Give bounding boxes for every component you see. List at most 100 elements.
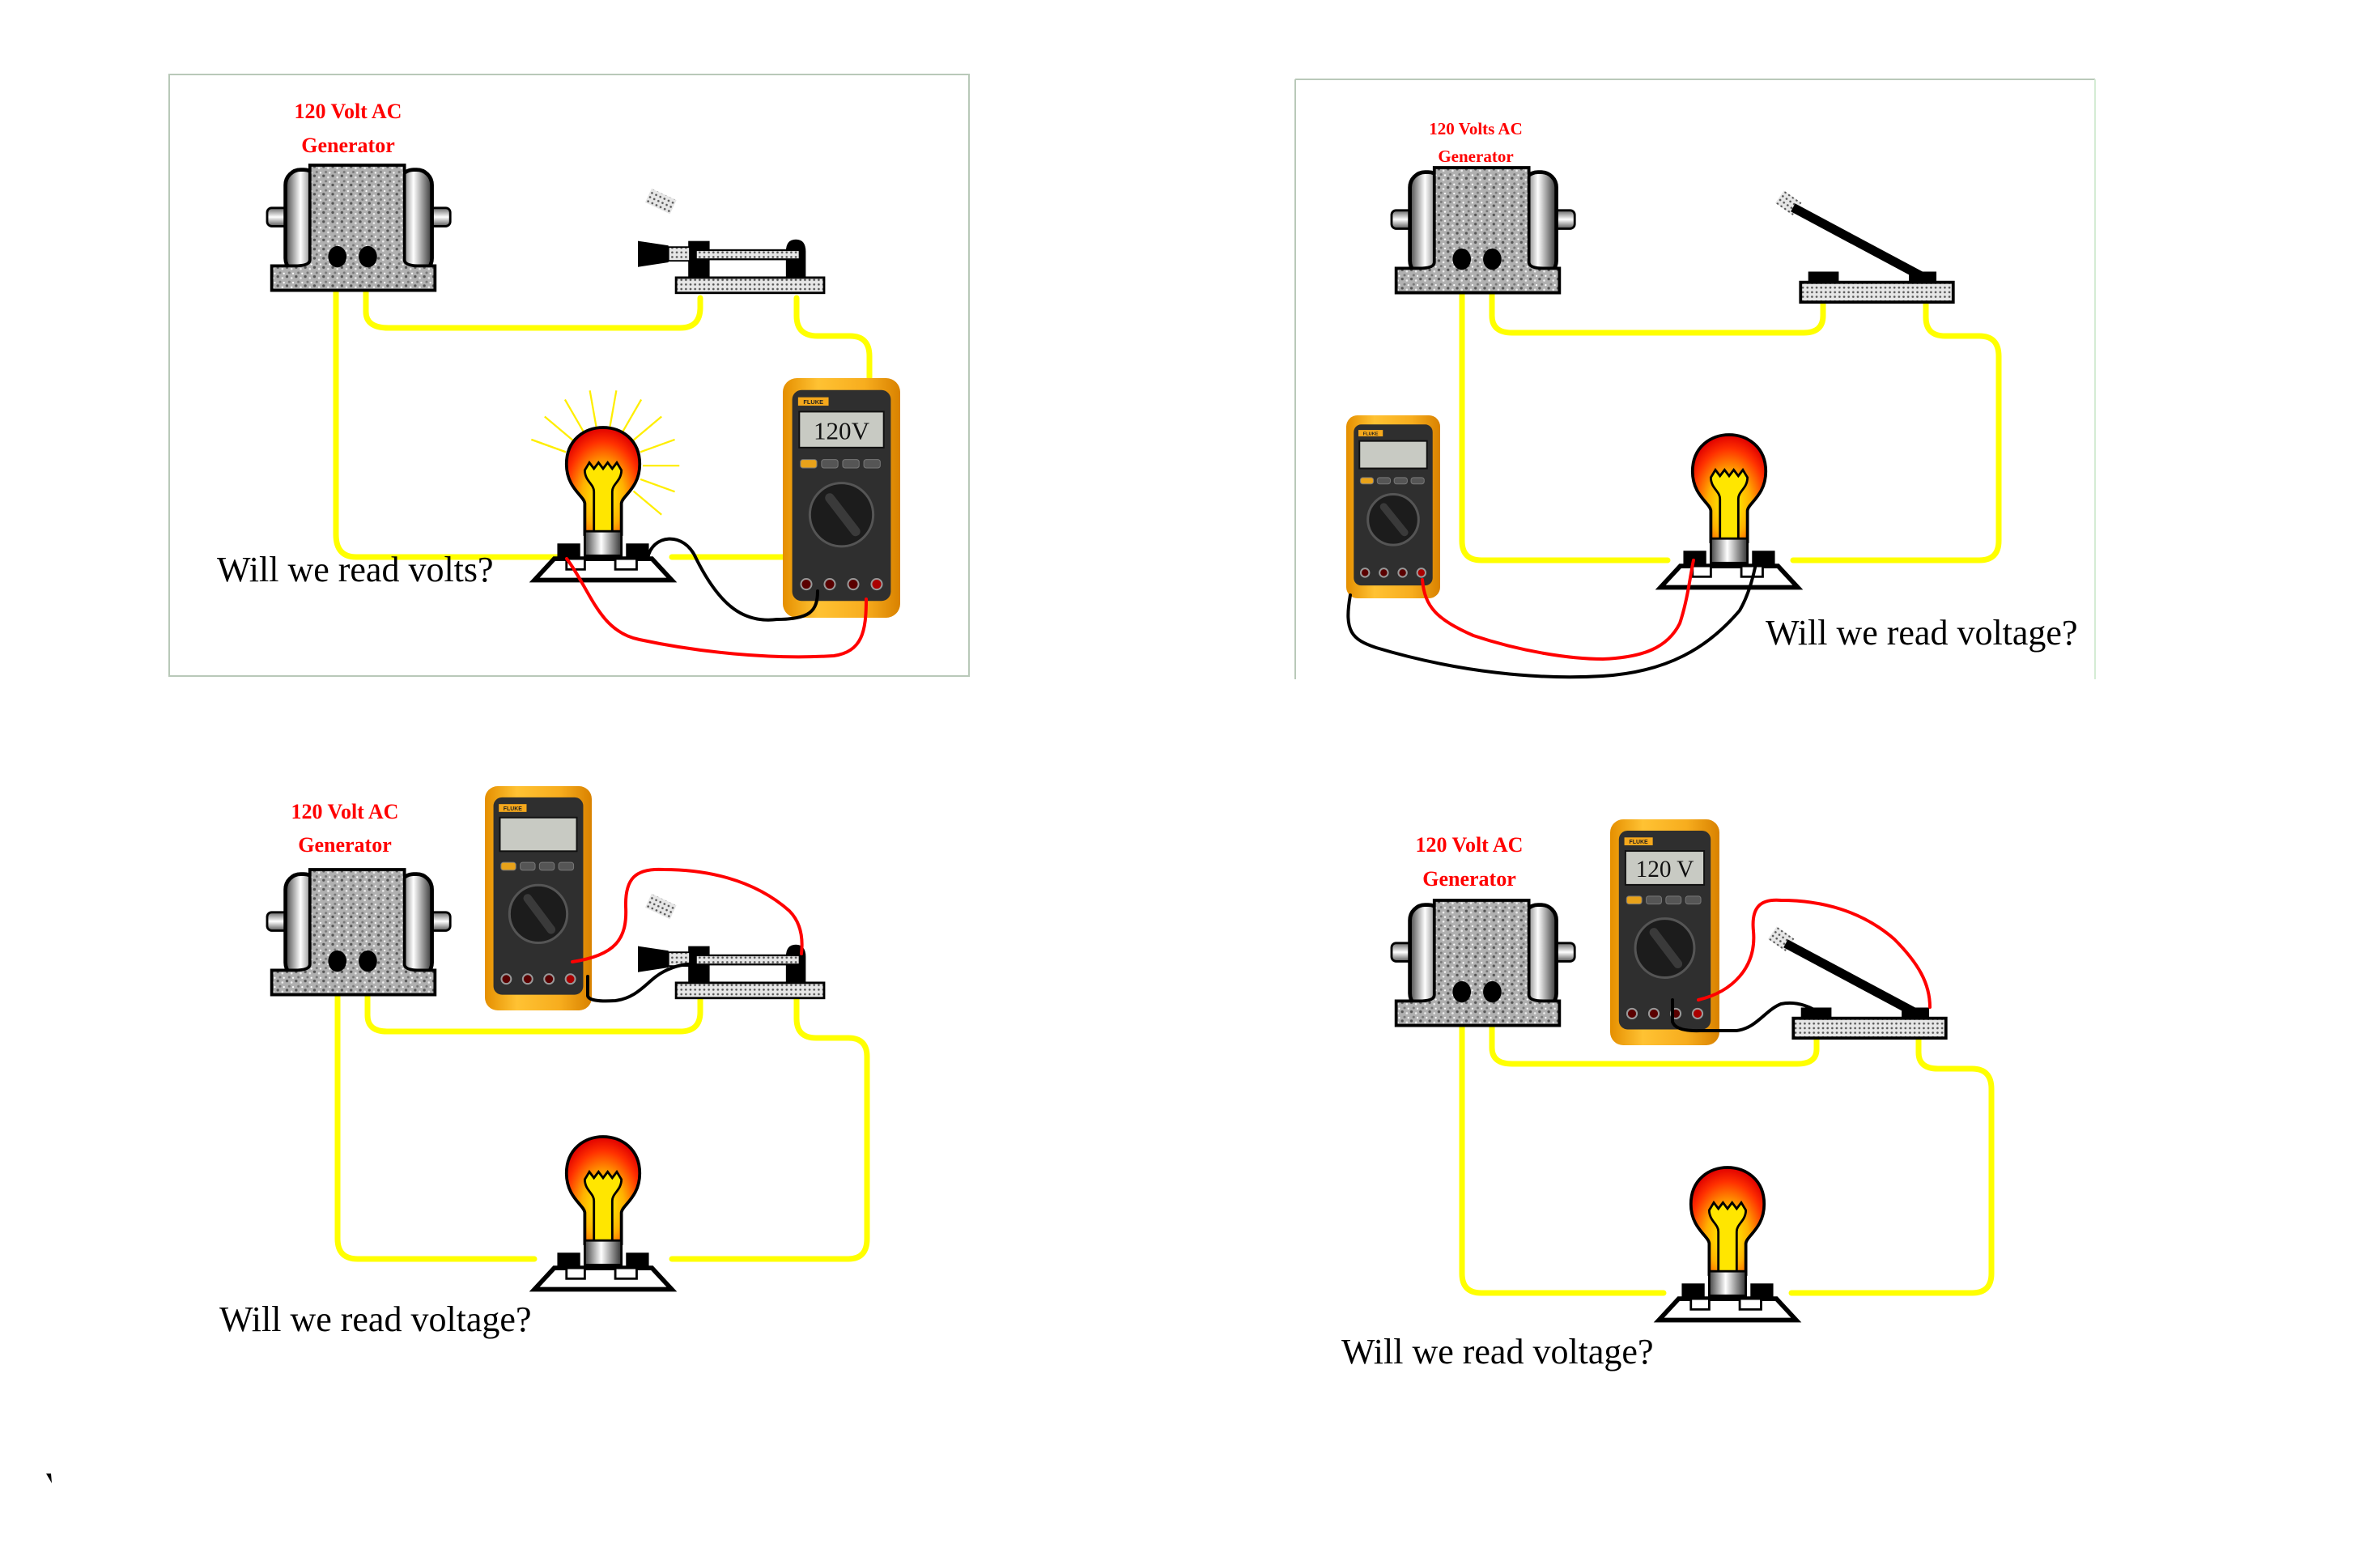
generator xyxy=(266,164,452,292)
generator-label-line2: Generator xyxy=(1422,867,1516,891)
light-ray xyxy=(640,478,675,493)
bulb-filament xyxy=(583,460,623,536)
bulb-stand xyxy=(529,556,678,583)
multimeter: FLUKE xyxy=(485,786,592,1010)
switch-base xyxy=(1799,280,1955,304)
generator-terminal xyxy=(328,245,347,268)
bulb-filament xyxy=(1709,467,1749,543)
multimeter-display xyxy=(1624,850,1706,886)
multimeter-logo xyxy=(1358,430,1383,436)
multimeter-jack xyxy=(800,578,813,591)
multimeter-jack xyxy=(1359,568,1371,578)
generator-terminal xyxy=(359,950,377,972)
bulb-filament xyxy=(1707,1200,1748,1276)
multimeter-reading: 120 V xyxy=(1636,857,1694,882)
circuit-wire xyxy=(334,989,538,1262)
bulb-socket xyxy=(1709,537,1749,564)
multimeter-jack xyxy=(1397,568,1408,578)
switch-handle-tip xyxy=(644,188,677,215)
circuit-wire xyxy=(1790,299,2002,563)
switch-handle xyxy=(638,946,669,972)
switch-post xyxy=(1808,271,1839,284)
multimeter-logo xyxy=(1624,837,1653,846)
generator-label-line1: 120 Volt AC xyxy=(291,800,399,823)
generator xyxy=(1390,899,1576,1027)
light-bulb xyxy=(1653,1166,1802,1323)
light-ray xyxy=(589,390,597,427)
multimeter-jack xyxy=(521,973,533,985)
bulb-terminal xyxy=(626,1252,649,1267)
generator-terminal xyxy=(328,950,347,972)
generator-label-line1: 120 Volt AC xyxy=(1416,833,1524,857)
circuit-wire xyxy=(669,995,870,1262)
bulb-terminal xyxy=(1752,551,1775,565)
multimeter-jack xyxy=(870,578,883,591)
generator-body xyxy=(1394,899,1562,1027)
question-text: Will we read voltage? xyxy=(1341,1332,1654,1372)
knife-switch-open xyxy=(638,188,826,295)
circuit-wire xyxy=(363,270,703,331)
bulb-stand-slot xyxy=(1689,1297,1711,1311)
glow-rays xyxy=(531,390,680,516)
multimeter-button xyxy=(1665,895,1682,905)
light-ray xyxy=(531,438,567,453)
multimeter-button xyxy=(1359,477,1375,485)
multimeter-button xyxy=(863,459,881,469)
multimeter-jack xyxy=(543,973,555,985)
multimeter-brand: FLUKE xyxy=(1363,432,1379,436)
light-bulb xyxy=(529,1135,678,1292)
circuit-wire xyxy=(364,989,703,1035)
multimeter-dial-knob xyxy=(1649,928,1683,968)
switch-handle-tip xyxy=(644,893,677,920)
multimeter-button xyxy=(800,459,818,469)
light-bulb xyxy=(529,390,680,583)
switch-handle-grip xyxy=(667,246,691,262)
multimeter-jack xyxy=(1626,1007,1638,1020)
switch-blade xyxy=(695,954,801,966)
light-ray xyxy=(640,438,675,453)
multimeter-display xyxy=(499,816,578,853)
knife-switch-lever xyxy=(1774,190,1955,304)
multimeter-button xyxy=(500,861,516,871)
question-text: Will we read voltage? xyxy=(219,1299,532,1339)
multimeter-button xyxy=(538,861,555,871)
bulb-stand-slot xyxy=(614,1266,638,1280)
switch-handle xyxy=(638,240,669,267)
generator-label-line1: 120 Volt AC xyxy=(295,100,402,123)
multimeter-display xyxy=(1358,440,1428,470)
multimeter-jack xyxy=(564,973,576,985)
circuit-wire xyxy=(1489,1022,1820,1067)
switch-base xyxy=(1791,1016,1948,1040)
multimeter-jack xyxy=(1379,568,1389,578)
probe-lead-black xyxy=(586,962,696,1003)
bulb-terminal xyxy=(626,543,649,558)
light-ray xyxy=(622,398,643,432)
generator-label-line1: 120 Volts AC xyxy=(1429,119,1523,138)
probe-lead-black xyxy=(646,537,819,622)
multimeter-dial-knob xyxy=(825,493,861,537)
generator-body xyxy=(270,868,437,997)
knife-switch-open xyxy=(638,893,826,1000)
circuit-wire xyxy=(1788,1035,1995,1296)
bulb-terminal xyxy=(1683,551,1706,565)
circuit-wire xyxy=(1459,1022,1667,1296)
multimeter: FLUKE xyxy=(1346,415,1440,598)
switch-lever xyxy=(1791,203,1927,283)
multimeter-jack xyxy=(823,578,836,591)
generator-body xyxy=(1394,166,1562,295)
light-bulb xyxy=(1655,433,1804,590)
generator-terminal xyxy=(1452,248,1472,270)
bulb-terminal xyxy=(557,1252,580,1267)
multimeter-dial-knob xyxy=(1379,503,1409,537)
circuit-wire xyxy=(793,295,873,381)
switch-blade xyxy=(695,249,801,261)
switch-base xyxy=(674,276,826,295)
bulb-terminal xyxy=(557,543,580,558)
light-ray xyxy=(544,415,574,441)
